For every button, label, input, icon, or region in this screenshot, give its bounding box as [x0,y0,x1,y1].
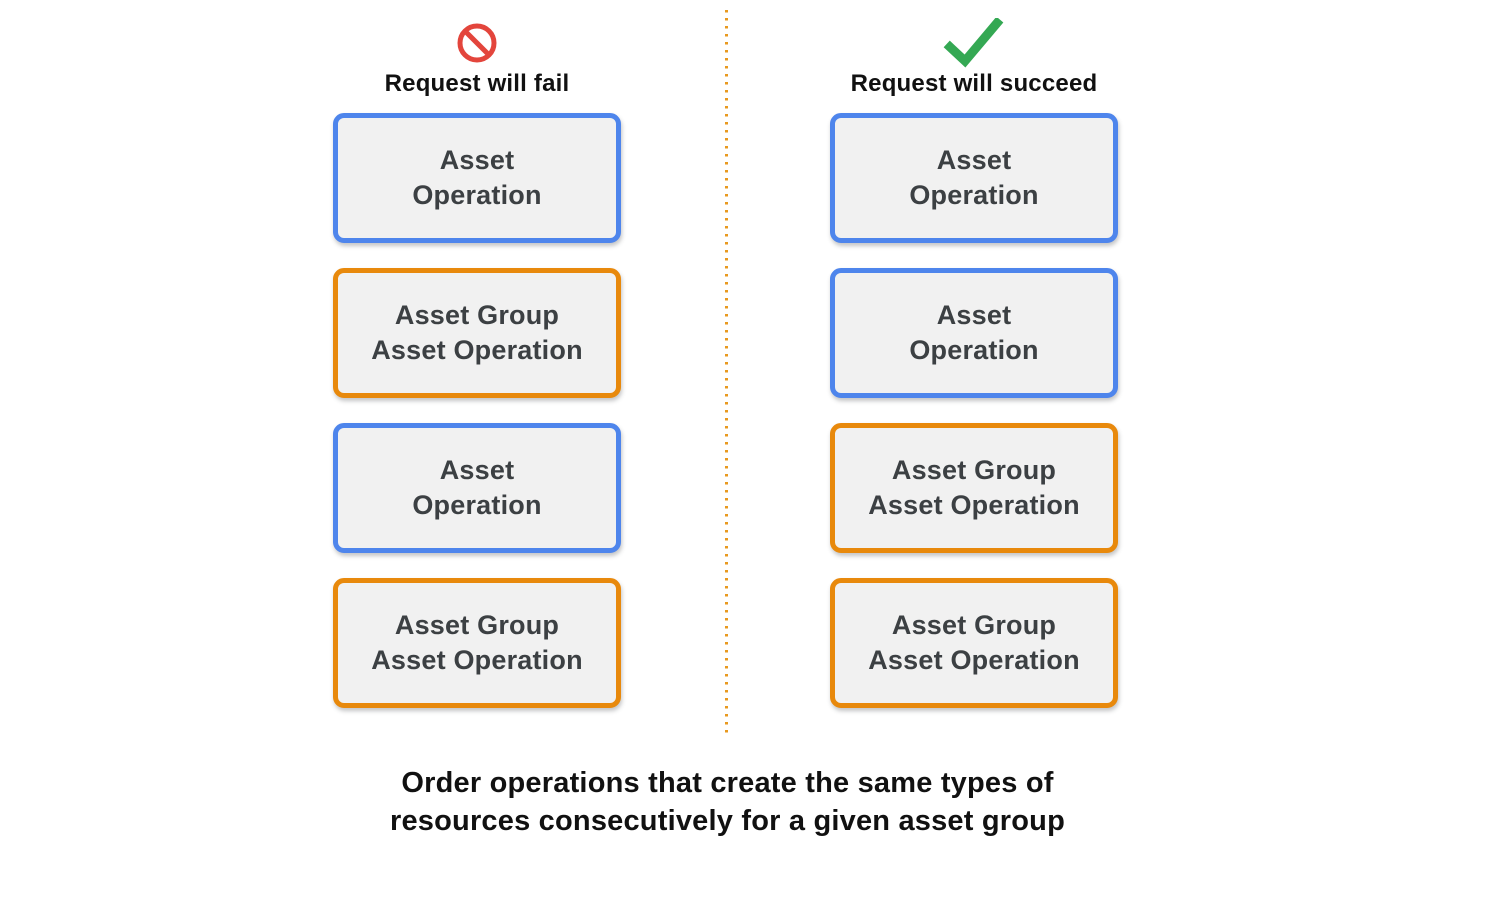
caption: Order operations that create the same ty… [389,767,1066,837]
operation-box-label: Asset Group Asset Operation [868,454,1080,520]
fail-header-label: Request will fail [384,70,570,97]
operation-box-label: Asset Operation [909,299,1039,365]
operation-box-asset-group-asset-operation: Asset Group Asset Operation [333,578,621,708]
operation-box-asset-operation: Asset Operation [830,268,1118,398]
operation-box-label: Asset Operation [412,454,542,520]
operation-box-asset-operation: Asset Operation [333,423,621,553]
operation-box-asset-operation: Asset Operation [830,113,1118,243]
operation-box-label: Asset Group Asset Operation [868,609,1080,675]
divider-dotted-line [725,10,728,737]
operation-box-asset-operation: Asset Operation [333,113,621,243]
operation-box-label: Asset Operation [412,144,542,210]
succeed-column: Request will succeed Asset Operation Ass… [830,0,1118,733]
operation-box-label: Asset Group Asset Operation [371,299,583,365]
checkmark-icon [943,18,1005,68]
succeed-header: Request will succeed [830,0,1118,113]
operation-box-asset-group-asset-operation: Asset Group Asset Operation [333,268,621,398]
fail-header: Request will fail [333,0,621,113]
operation-box-asset-group-asset-operation: Asset Group Asset Operation [830,578,1118,708]
operation-box-label: Asset Group Asset Operation [371,609,583,675]
succeed-header-label: Request will succeed [850,70,1098,97]
fail-column: Request will fail Asset Operation Asset … [333,0,621,733]
operation-box-asset-group-asset-operation: Asset Group Asset Operation [830,423,1118,553]
operation-box-label: Asset Operation [909,144,1039,210]
prohibition-icon [456,18,498,68]
